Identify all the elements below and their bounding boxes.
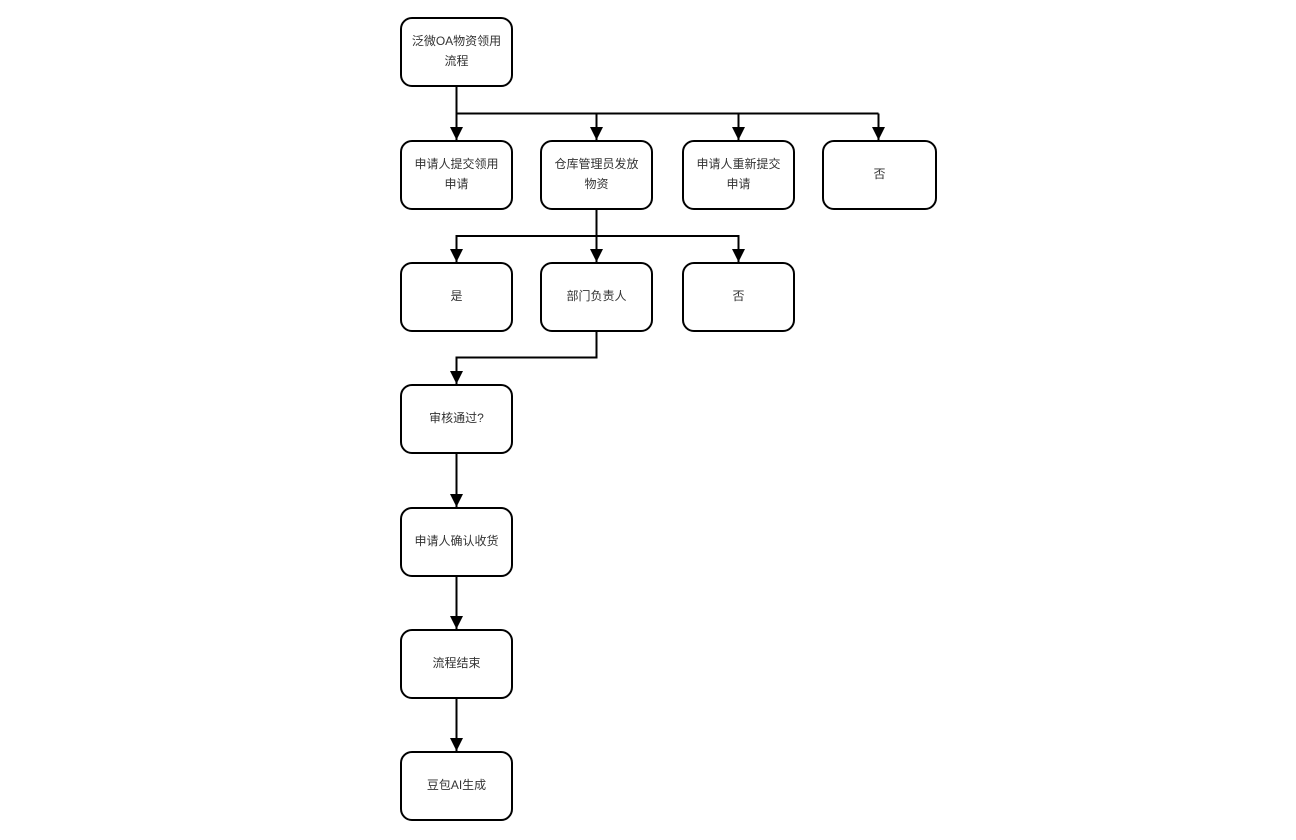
flow-node-label: 申请人确认收货 xyxy=(414,534,499,549)
flow-node-confirm-receipt: 申请人确认收货 xyxy=(400,507,513,577)
edge-warehouse-trunk xyxy=(456,210,739,237)
flow-node-label: 审核通过? xyxy=(429,411,484,426)
flow-node-label: 申请人重新提交申请 xyxy=(696,157,781,191)
flow-node-resubmit-request: 申请人重新提交申请 xyxy=(682,140,795,210)
edge-start-trunk xyxy=(455,87,879,115)
flow-node-label: 豆包AI生成 xyxy=(426,778,487,793)
flow-node-label: 是 xyxy=(450,289,463,304)
flow-node-label: 否 xyxy=(873,167,886,182)
flow-node-label: 否 xyxy=(732,289,745,304)
flow-node-start: 泛微OA物资领用流程 xyxy=(400,17,513,87)
flow-node-label: 部门负责人 xyxy=(566,289,627,304)
flow-node-warehouse-issue: 仓库管理员发放物资 xyxy=(540,140,653,210)
flow-node-dept-manager: 部门负责人 xyxy=(540,262,653,332)
flow-node-label: 泛微OA物资领用流程 xyxy=(411,34,502,68)
flow-node-no-mid: 否 xyxy=(682,262,795,332)
flow-node-submit-request: 申请人提交领用申请 xyxy=(400,140,513,210)
flow-node-yes: 是 xyxy=(400,262,513,332)
flow-node-label: 流程结束 xyxy=(432,656,481,671)
flow-node-ai-credit: 豆包AI生成 xyxy=(400,751,513,821)
flow-node-no-top: 否 xyxy=(822,140,937,210)
flow-node-review-pass: 审核通过? xyxy=(400,384,513,454)
flow-node-process-end: 流程结束 xyxy=(400,629,513,699)
flow-node-label: 申请人提交领用申请 xyxy=(414,157,499,191)
edge-dept-to-review-arrow xyxy=(450,332,598,384)
flow-node-label: 仓库管理员发放物资 xyxy=(554,157,639,191)
